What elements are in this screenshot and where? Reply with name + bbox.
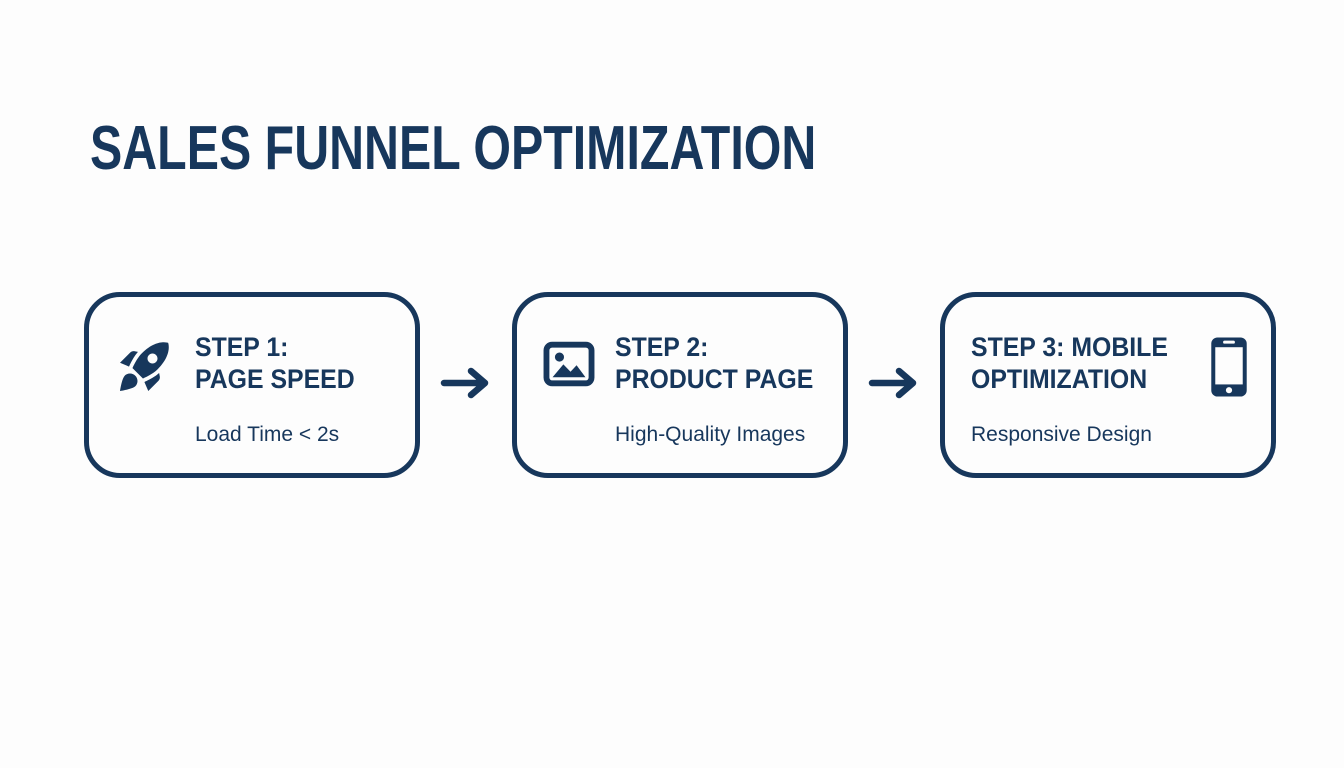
step-title-line-2: OPTIMIZATION [971,364,1148,394]
step-title-line-2: PRODUCT PAGE [615,364,814,394]
step-title-line-1: STEP 1: [195,332,289,362]
step-title: STEP 1: PAGE SPEED [195,331,377,395]
step-text: STEP 1: PAGE SPEED Load Time < 2s [195,331,393,473]
step-card-2: STEP 2: PRODUCT PAGE High-Quality Images [512,292,848,478]
step-text: STEP 3: MOBILE OPTIMIZATION Responsive D… [971,331,1189,473]
rocket-icon [115,336,175,473]
step-title-line-1: STEP 2: [615,332,709,362]
page-title: SALES FUNNEL OPTIMIZATION [90,114,817,183]
step-title-line-2: PAGE SPEED [195,364,355,394]
step-description: Responsive Design [971,423,1152,446]
smartphone-icon [1209,336,1249,473]
step-title: STEP 3: MOBILE OPTIMIZATION [971,331,1172,395]
arrow-right-icon [420,365,512,401]
step-title-line-1: STEP 3: MOBILE [971,332,1168,362]
step-card-3: STEP 3: MOBILE OPTIMIZATION Responsive D… [940,292,1276,478]
step-card-1: STEP 1: PAGE SPEED Load Time < 2s [84,292,420,478]
step-description: High-Quality Images [615,423,806,446]
step-description: Load Time < 2s [195,423,340,446]
step-text: STEP 2: PRODUCT PAGE High-Quality Images [615,331,821,473]
arrow-right-icon [848,365,940,401]
step-title: STEP 2: PRODUCT PAGE [615,331,814,395]
image-icon [543,341,595,473]
funnel-flow-diagram: STEP 1: PAGE SPEED Load Time < 2s [84,292,1276,478]
